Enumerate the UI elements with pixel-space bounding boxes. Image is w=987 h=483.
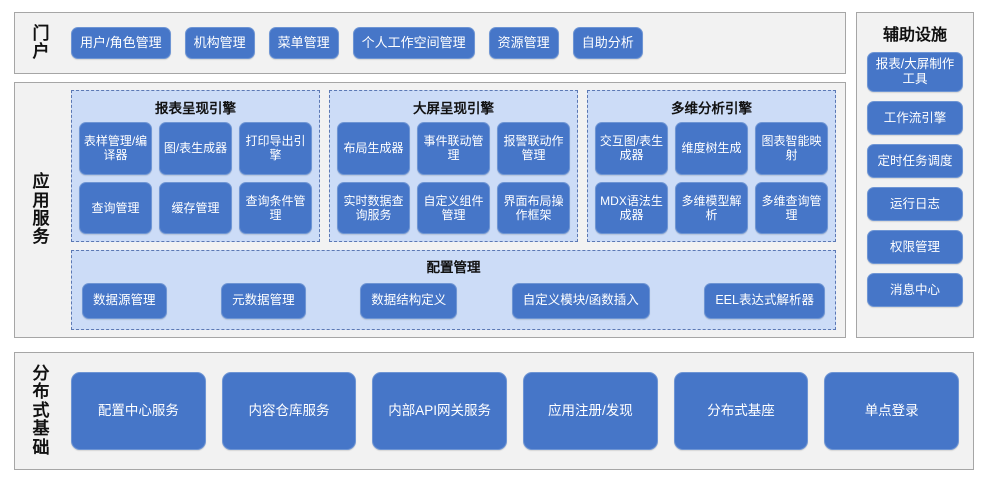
large-screen-rendering-engine-title: 大屏呈现引擎 xyxy=(413,101,494,116)
app-label-char-0: 应 xyxy=(32,172,50,192)
engine-item-chart-table-generator[interactable]: 图/表生成器 xyxy=(159,122,232,175)
base-item-config-center-service[interactable]: 配置中心服务 xyxy=(71,372,206,450)
engine-item-event-linkage-management[interactable]: 事件联动管理 xyxy=(417,122,490,175)
base-item-application-registration-discovery[interactable]: 应用注册/发现 xyxy=(523,372,658,450)
engine-item-ui-layout-operation-framework[interactable]: 界面布局操作框架 xyxy=(497,181,570,234)
application-services-section-label: 应 用 服 务 xyxy=(15,83,67,337)
large-screen-rendering-engine-panel: 大屏呈现引擎 布局生成器 事件联动管理 报警联动作管理 实时数据查询服务 自定义… xyxy=(329,90,578,242)
config-item-eel-expression-parser[interactable]: EEL表达式解析器 xyxy=(704,282,825,319)
portal-item-self-service-analysis[interactable]: 自助分析 xyxy=(572,27,643,59)
configuration-management-panel: 配置管理 数据源管理 元数据管理 数据结构定义 自定义模块/函数插入 EEL表达… xyxy=(71,250,836,330)
engine-item-alarm-action-management[interactable]: 报警联动作管理 xyxy=(497,122,570,175)
engine-item-dimension-tree-generation[interactable]: 维度树生成 xyxy=(675,122,748,175)
aux-item-permission-management[interactable]: 权限管理 xyxy=(867,230,963,264)
engine-item-chart-smart-mapping[interactable]: 图表智能映射 xyxy=(755,122,828,175)
large-screen-rendering-engine-grid: 布局生成器 事件联动管理 报警联动作管理 实时数据查询服务 自定义组件管理 界面… xyxy=(337,122,570,234)
configuration-management-title: 配置管理 xyxy=(426,260,481,275)
multidimensional-analysis-engine-panel: 多维分析引擎 交互图/表生成器 维度树生成 图表智能映射 MDX语法生成器 多维… xyxy=(587,90,836,242)
distributed-base-section-label: 分 布 式 基 础 xyxy=(15,353,67,469)
app-label-char-2: 服 xyxy=(32,209,50,228)
engine-item-query-condition-management[interactable]: 查询条件管理 xyxy=(239,181,312,234)
portal-item-menu-management[interactable]: 菜单管理 xyxy=(268,27,339,59)
config-item-data-structure-definition[interactable]: 数据结构定义 xyxy=(360,282,458,319)
distributed-base-item-row: 配置中心服务 内容仓库服务 内部API网关服务 应用注册/发现 分布式基座 单点… xyxy=(71,353,960,469)
application-services-section: 应 用 服 务 报表呈现引擎 表样管理/编译器 图/表生成器 打印导出引擎 查询… xyxy=(14,82,846,338)
base-item-distributed-foundation[interactable]: 分布式基座 xyxy=(673,372,809,450)
engine-item-custom-component-management[interactable]: 自定义组件管理 xyxy=(417,181,490,234)
configuration-management-row: 数据源管理 元数据管理 数据结构定义 自定义模块/函数插入 EEL表达式解析器 xyxy=(82,280,825,321)
report-rendering-engine-panel: 报表呈现引擎 表样管理/编译器 图/表生成器 打印导出引擎 查询管理 缓存管理 … xyxy=(71,90,320,242)
engine-item-cache-management[interactable]: 缓存管理 xyxy=(159,181,232,234)
app-label-char-1: 用 xyxy=(32,190,50,210)
app-label-char-3: 务 xyxy=(32,227,50,247)
engine-item-mdx-syntax-generator[interactable]: MDX语法生成器 xyxy=(595,181,668,234)
report-rendering-engine-grid: 表样管理/编译器 图/表生成器 打印导出引擎 查询管理 缓存管理 查询条件管理 xyxy=(79,122,312,234)
engine-item-layout-generator[interactable]: 布局生成器 xyxy=(337,122,410,175)
aux-item-message-center[interactable]: 消息中心 xyxy=(867,273,963,307)
aux-item-runtime-log[interactable]: 运行日志 xyxy=(867,187,963,221)
aux-item-scheduled-task-scheduling[interactable]: 定时任务调度 xyxy=(867,144,963,178)
portal-item-personal-workspace-management[interactable]: 个人工作空间管理 xyxy=(352,27,475,59)
base-item-single-sign-on[interactable]: 单点登录 xyxy=(824,372,960,450)
engine-item-multidimensional-model-parsing[interactable]: 多维模型解析 xyxy=(675,181,748,234)
engine-panel-row: 报表呈现引擎 表样管理/编译器 图/表生成器 打印导出引擎 查询管理 缓存管理 … xyxy=(71,90,836,242)
multidimensional-analysis-engine-grid: 交互图/表生成器 维度树生成 图表智能映射 MDX语法生成器 多维模型解析 多维… xyxy=(595,122,828,234)
engine-item-report-template-compiler[interactable]: 表样管理/编译器 xyxy=(79,122,152,175)
portal-item-user-role-management[interactable]: 用户/角色管理 xyxy=(71,27,171,59)
config-item-datasource-management[interactable]: 数据源管理 xyxy=(82,282,167,319)
aux-item-report-dashboard-authoring-tool[interactable]: 报表/大屏制作工具 xyxy=(867,52,963,92)
base-label-char-4: 础 xyxy=(32,437,50,457)
multidimensional-analysis-engine-title: 多维分析引擎 xyxy=(671,101,752,116)
base-label-char-0: 分 xyxy=(32,364,50,384)
config-item-custom-module-function-insertion[interactable]: 自定义模块/函数插入 xyxy=(511,282,650,319)
base-item-internal-api-gateway-service[interactable]: 内部API网关服务 xyxy=(372,372,508,450)
portal-item-resource-management[interactable]: 资源管理 xyxy=(488,27,559,59)
portal-section: 门 户 用户/角色管理 机构管理 菜单管理 个人工作空间管理 资源管理 自助分析 xyxy=(14,12,846,74)
config-item-metadata-management[interactable]: 元数据管理 xyxy=(221,282,306,319)
portal-item-row: 用户/角色管理 机构管理 菜单管理 个人工作空间管理 资源管理 自助分析 xyxy=(71,13,837,73)
base-label-char-2: 式 xyxy=(32,400,50,420)
distributed-base-section: 分 布 式 基 础 配置中心服务 内容仓库服务 内部API网关服务 应用注册/发… xyxy=(14,352,974,470)
portal-label-char-0: 门 xyxy=(32,23,50,43)
engine-item-query-management[interactable]: 查询管理 xyxy=(79,181,152,234)
aux-item-workflow-engine[interactable]: 工作流引擎 xyxy=(867,101,963,135)
base-item-content-repository-service[interactable]: 内容仓库服务 xyxy=(221,372,357,450)
application-services-body: 报表呈现引擎 表样管理/编译器 图/表生成器 打印导出引擎 查询管理 缓存管理 … xyxy=(71,90,836,330)
report-rendering-engine-title: 报表呈现引擎 xyxy=(155,101,236,116)
engine-item-realtime-data-query-service[interactable]: 实时数据查询服务 xyxy=(337,181,410,234)
auxiliary-facilities-section: 辅助设施 报表/大屏制作工具 工作流引擎 定时任务调度 运行日志 权限管理 消息… xyxy=(856,12,974,338)
auxiliary-facilities-list: 报表/大屏制作工具 工作流引擎 定时任务调度 运行日志 权限管理 消息中心 xyxy=(857,52,973,307)
engine-item-interactive-chart-table-generator[interactable]: 交互图/表生成器 xyxy=(595,122,668,175)
auxiliary-facilities-title: 辅助设施 xyxy=(882,27,947,44)
portal-item-organization-management[interactable]: 机构管理 xyxy=(184,27,255,59)
engine-item-multidimensional-query-management[interactable]: 多维查询管理 xyxy=(755,181,828,234)
portal-section-label: 门 户 xyxy=(15,13,67,73)
base-label-char-3: 基 xyxy=(32,419,50,439)
base-label-char-1: 布 xyxy=(32,382,50,402)
engine-item-print-export-engine[interactable]: 打印导出引擎 xyxy=(239,122,312,175)
portal-label-char-1: 户 xyxy=(32,42,50,61)
